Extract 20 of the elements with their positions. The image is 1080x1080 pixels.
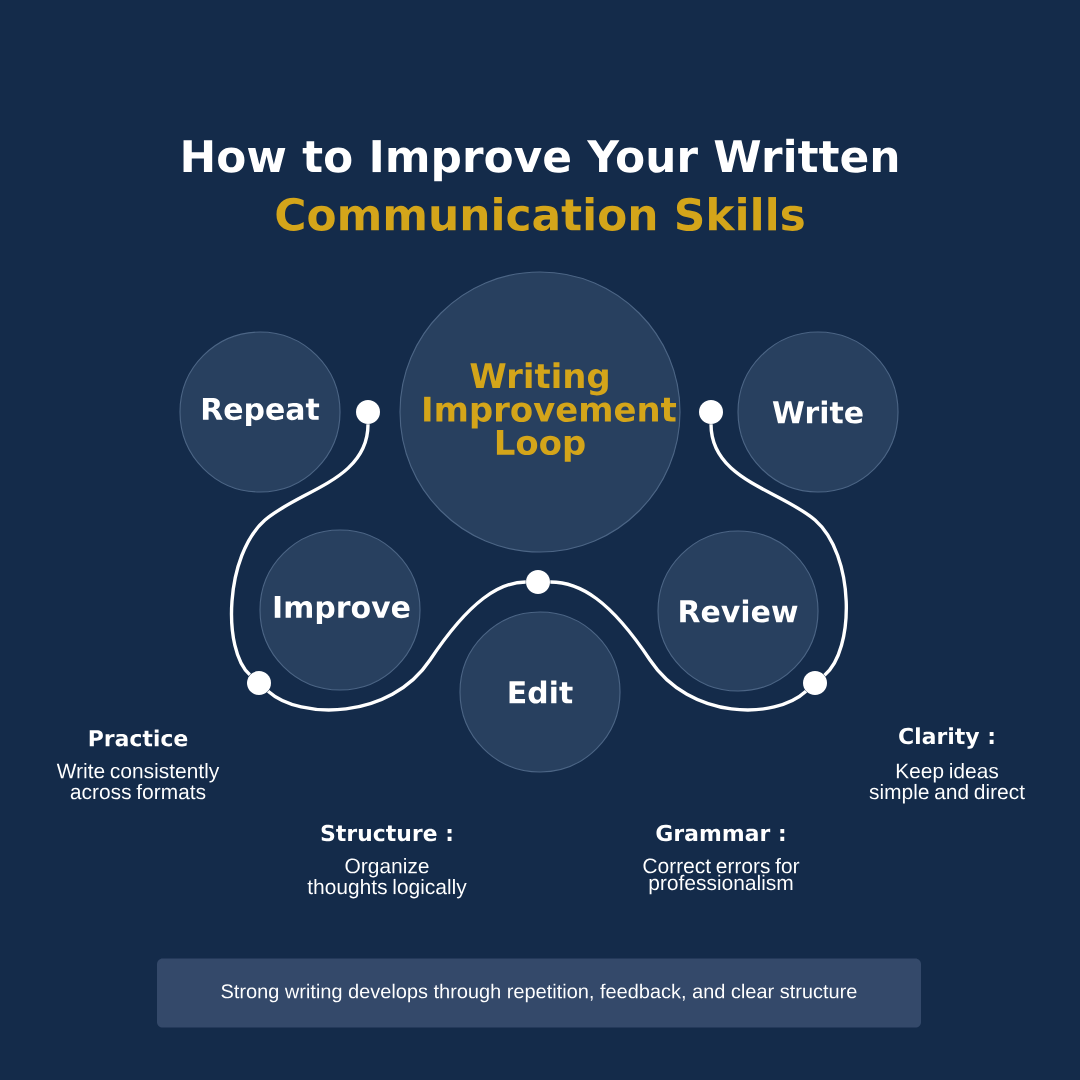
loop-line bbox=[709, 424, 848, 677]
step-heading: Structure : bbox=[321, 824, 452, 842]
path-dot bbox=[356, 400, 380, 424]
step-description: Correct errors for professionalism bbox=[643, 858, 800, 895]
step-heading: Practice bbox=[89, 729, 188, 747]
step-heading: Grammar : bbox=[656, 824, 785, 842]
title: How to Improve Your Written bbox=[183, 138, 898, 182]
step-heading: Clarity : bbox=[899, 727, 994, 749]
path-dot bbox=[803, 671, 827, 695]
path-dot bbox=[526, 570, 550, 594]
title: Communication Skills bbox=[276, 197, 804, 231]
step-description: Write consistently across formats bbox=[56, 763, 220, 800]
path-dot bbox=[699, 400, 723, 424]
summary-banner: Strong writing develops through repetition, feedback, and clear structure bbox=[157, 958, 921, 1028]
loop-line bbox=[267, 580, 526, 712]
step-description: Keep ideas simple and direct bbox=[869, 763, 1025, 804]
step-description: Organize thoughts logically bbox=[307, 858, 467, 899]
loop-line bbox=[229, 424, 370, 676]
path-dot bbox=[247, 671, 271, 695]
loop-line bbox=[550, 580, 807, 712]
